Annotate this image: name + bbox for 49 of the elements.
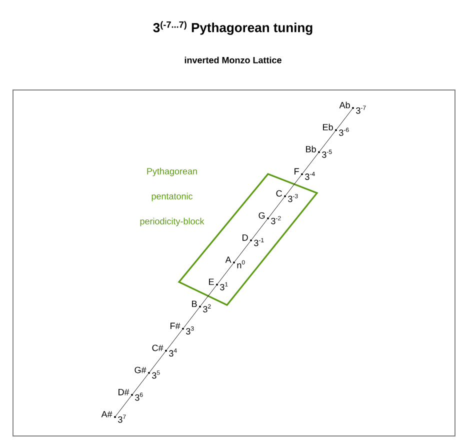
note-name: A# bbox=[101, 411, 112, 418]
lattice-line bbox=[234, 241, 251, 262]
lattice-line bbox=[183, 307, 200, 328]
note-name: E bbox=[209, 278, 214, 285]
lattice-line bbox=[251, 219, 268, 240]
exponent: 3$^{-5}$ bbox=[322, 150, 332, 158]
note-name: Bb bbox=[306, 146, 316, 152]
exponent: 3$^{4}$ bbox=[169, 348, 177, 357]
block-label: Pythagorean bbox=[147, 168, 197, 176]
exponent: 3$^{5}$ bbox=[152, 370, 160, 379]
exponent: 3$^{3}$ bbox=[186, 326, 194, 334]
note-name: C bbox=[276, 190, 282, 197]
exponent: 3$^{1}$ bbox=[220, 282, 228, 290]
lattice-line bbox=[319, 130, 336, 152]
lattice-line bbox=[336, 108, 353, 130]
exponent: 3$^{-1}$ bbox=[254, 238, 264, 246]
exponent: n$^{0}$ bbox=[237, 260, 245, 268]
block-label: pentatonic bbox=[152, 192, 193, 202]
note-name: F bbox=[294, 168, 299, 174]
lattice-line bbox=[166, 329, 183, 350]
exponent: 3$^{-4}$ bbox=[305, 172, 315, 180]
lattice-line bbox=[285, 174, 302, 196]
exponent: 3$^{2}$ bbox=[203, 304, 211, 312]
note-name: D# bbox=[118, 389, 130, 396]
exponent: 3$^{7}$ bbox=[118, 414, 126, 423]
lattice-line bbox=[200, 285, 217, 306]
note-name: Eb bbox=[323, 124, 333, 130]
note-name: G bbox=[258, 212, 265, 219]
block-label: periodicity-block bbox=[140, 218, 204, 226]
note-name: A bbox=[225, 256, 232, 263]
exponent: 3$^{-7}$ bbox=[356, 106, 366, 114]
lattice-line bbox=[217, 263, 234, 284]
note-name: C# bbox=[152, 344, 164, 352]
note-name: D bbox=[242, 234, 248, 241]
note-name: Ab bbox=[339, 102, 350, 108]
title: 3$^{(-7...7)}$ Pythagorean tuning bbox=[153, 21, 312, 35]
note-name: F# bbox=[170, 322, 180, 329]
exponent: 3$^{-2}$ bbox=[271, 216, 281, 224]
subtitle: inverted Monzo Lattice bbox=[184, 56, 282, 64]
note-name: G# bbox=[134, 366, 146, 374]
note-name: B bbox=[192, 300, 197, 307]
exponent: 3$^{-6}$ bbox=[339, 128, 349, 136]
exponent: 3$^{6}$ bbox=[135, 392, 143, 401]
lattice-line bbox=[268, 197, 285, 218]
lattice-line bbox=[132, 374, 149, 394]
lattice-line bbox=[302, 152, 319, 174]
exponent: 3$^{-3}$ bbox=[288, 194, 298, 202]
lattice-line bbox=[149, 351, 166, 372]
lattice-line bbox=[115, 396, 132, 416]
